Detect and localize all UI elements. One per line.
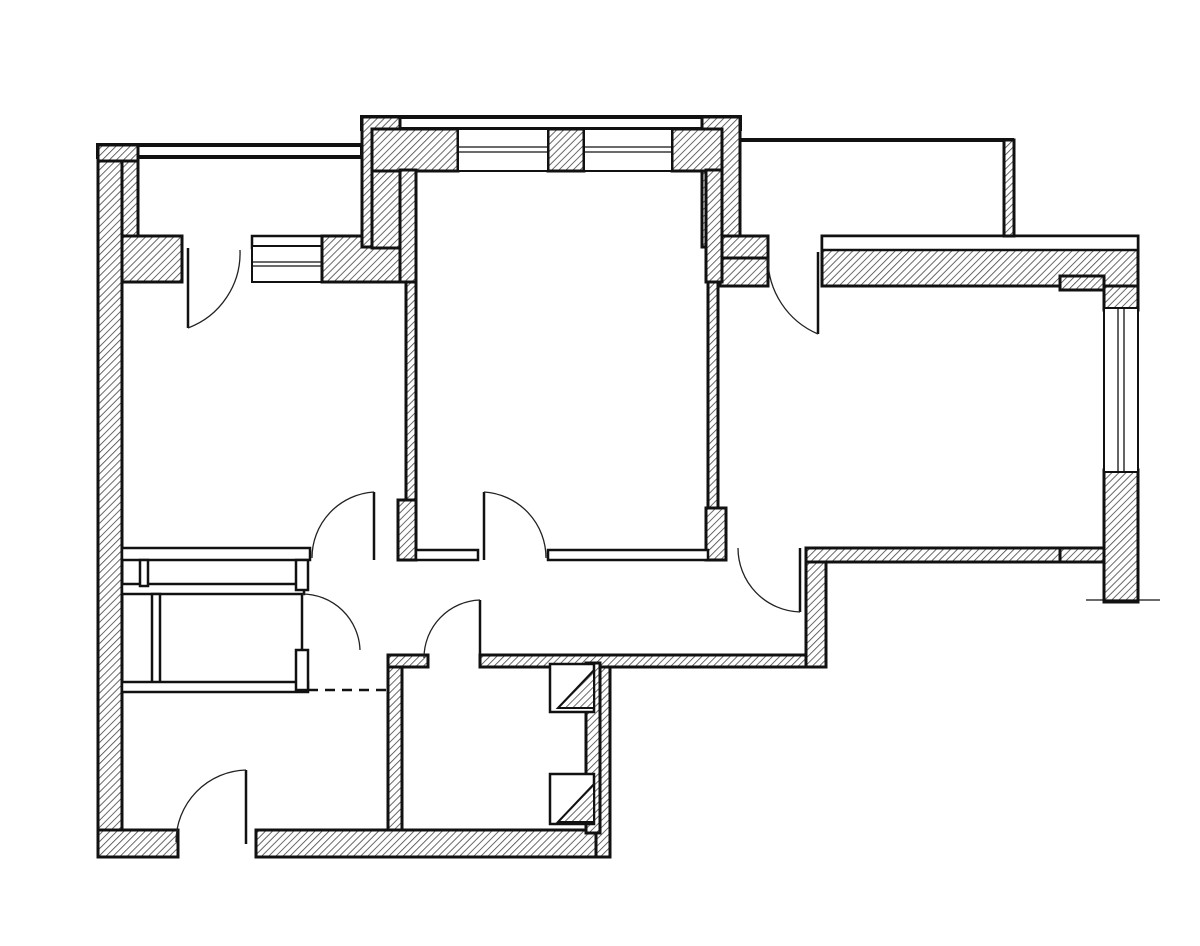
bay-top-wall-left <box>370 127 460 173</box>
shaft-upper-fill <box>555 667 595 709</box>
closet-bottom-notch <box>294 648 310 692</box>
hall-step-wall-vertical <box>804 546 828 669</box>
door-living-room-loggia <box>767 252 820 335</box>
central-room-bottom-pier-left <box>396 498 418 562</box>
closet-end <box>294 558 310 592</box>
left-loggia <box>96 143 404 284</box>
living-room-side-window <box>1086 307 1160 601</box>
central-room-right-wall <box>704 168 724 284</box>
left-room-window <box>251 245 325 283</box>
living-room-small-pier <box>1058 274 1106 292</box>
door-bathroom <box>423 599 482 660</box>
bottom-exterior-wall-right <box>254 828 612 859</box>
hall-step-wall <box>478 653 828 669</box>
door-living-room <box>737 547 802 613</box>
central-room-bottom-pier-right <box>704 506 728 562</box>
bottom-exterior-wall-left <box>96 828 180 859</box>
right-exterior-wall-lower <box>1102 468 1140 604</box>
bathroom-top-wall <box>386 653 430 669</box>
bay-window-right <box>583 128 673 172</box>
closet-top-wall <box>120 546 312 562</box>
left-loggia-corner <box>96 143 140 163</box>
bay-top-outline <box>360 115 742 131</box>
right-loggia-outline <box>740 138 1014 236</box>
bay-left-wall-inner <box>370 166 402 250</box>
shaft-lower-fill <box>555 781 595 823</box>
closets <box>120 546 392 694</box>
door-closet <box>300 593 361 651</box>
living-room-top-wall-inner <box>820 234 1140 252</box>
door-left-bedroom-loggia <box>186 248 241 329</box>
bay-top-wall-mid <box>546 127 586 173</box>
door-entrance <box>175 769 248 844</box>
bay-window-left <box>457 128 549 172</box>
bathroom-block <box>386 653 602 835</box>
right-loggia-wall <box>1002 138 1016 238</box>
bathroom-left-wall <box>386 653 404 832</box>
closet-inner-post <box>150 592 162 686</box>
living-room-bottom-wall <box>804 546 1064 564</box>
bay-top-wall-right <box>670 127 724 173</box>
central-room-bottom-wall-a <box>414 548 480 562</box>
right-loggia <box>720 138 1016 260</box>
left-exterior-wall <box>96 143 124 859</box>
closet-divider <box>138 558 150 588</box>
door-central-room <box>482 491 547 560</box>
side-window-frame <box>1103 307 1139 473</box>
central-room-walls <box>360 115 742 562</box>
door-left-bedroom <box>311 491 376 560</box>
central-room-left-wall <box>398 168 418 284</box>
closet-bottom-wall <box>120 680 310 694</box>
central-room-bottom-wall-b <box>546 548 710 562</box>
closet-shelf <box>120 582 306 596</box>
left-room-top-wall-a <box>120 234 184 284</box>
doors <box>175 248 820 844</box>
right-loggia-left-stub <box>720 234 770 260</box>
